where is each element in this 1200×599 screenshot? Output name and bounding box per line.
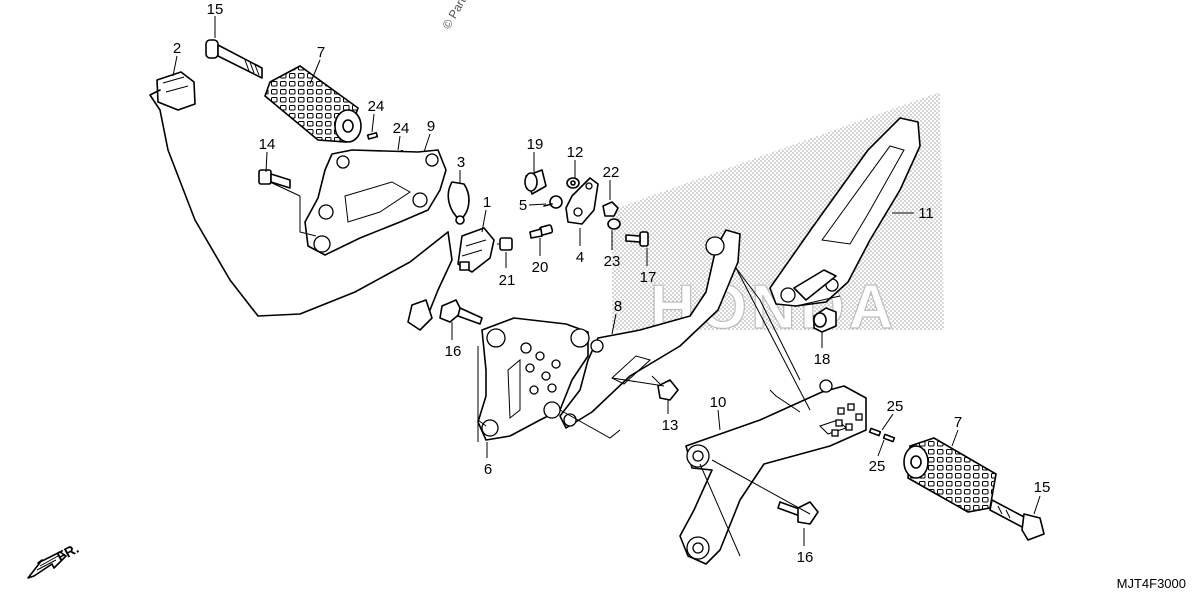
callout-11: 11	[918, 205, 934, 222]
callout-25-b: 25	[869, 458, 886, 475]
part-16-bolt-upper	[439, 299, 483, 325]
part-19-collar	[524, 169, 547, 195]
part-5-spring	[543, 195, 563, 209]
callout-14: 14	[259, 136, 276, 153]
leader-lines	[172, 16, 1041, 557]
direction-marker: FR.	[27, 540, 81, 579]
callout-22: 22	[603, 164, 620, 181]
callout-25-a: 25	[887, 398, 904, 415]
part-1-switch	[457, 227, 495, 273]
callout-15-top: 15	[207, 1, 224, 18]
part-10-step-arm	[679, 379, 867, 565]
part-25-pins	[868, 427, 896, 443]
watermark-text: © Partzilla.com	[439, 0, 492, 32]
callout-8: 8	[614, 298, 622, 315]
part-20-bolt	[529, 224, 554, 239]
callout-18: 18	[814, 351, 831, 368]
callout-15-lower: 15	[1034, 479, 1051, 496]
callout-7-lower: 7	[954, 414, 962, 431]
callout-20: 20	[532, 259, 549, 276]
part-4-bracket	[565, 177, 599, 225]
part-15-bolt-lower	[989, 499, 1045, 541]
callout-24-a: 24	[368, 98, 385, 115]
callout-13: 13	[662, 417, 679, 434]
part-18-collar	[813, 307, 837, 333]
part-7-footpeg-top	[264, 65, 362, 143]
part-15-bolt-top	[205, 39, 263, 79]
callout-19: 19	[527, 136, 544, 153]
callout-4: 4	[576, 249, 584, 266]
callout-1: 1	[483, 194, 491, 211]
callout-17: 17	[640, 269, 657, 286]
part-3-clip	[447, 181, 470, 225]
callout-21: 21	[499, 272, 516, 289]
part-6-holder-plate	[477, 317, 590, 441]
part-12-washer	[566, 177, 580, 189]
part-13-bolt	[651, 375, 679, 401]
callout-9: 9	[427, 118, 435, 135]
part-9-step-holder	[299, 149, 447, 256]
callout-12: 12	[567, 144, 584, 161]
part-16-bolt-lower	[777, 501, 819, 525]
callout-10: 10	[710, 394, 727, 411]
part-21-bolt	[497, 237, 513, 251]
callout-6: 6	[484, 461, 492, 478]
part-2-cable	[149, 71, 453, 331]
part-7-footpeg-lower	[903, 437, 997, 513]
callout-3: 3	[457, 154, 465, 171]
callout-2: 2	[173, 40, 181, 57]
part-23-washer	[607, 218, 621, 230]
part-17-bolt	[625, 231, 649, 247]
part-22-nut	[602, 201, 619, 217]
callout-23: 23	[604, 253, 621, 270]
watermark-swoosh	[612, 92, 944, 330]
callout-5: 5	[519, 197, 527, 214]
diagram-code: MJT4F3000	[1117, 576, 1186, 591]
callouts: 15 2 7 24 24 9 14 3 1 21 19 12 5 4 22 23…	[173, 1, 1051, 566]
part-14-bolt	[258, 169, 291, 189]
callout-16-lower: 16	[797, 549, 814, 566]
callout-16-upper: 16	[445, 343, 462, 360]
callout-24-b: 24	[393, 120, 410, 137]
callout-7-top: 7	[317, 44, 325, 61]
